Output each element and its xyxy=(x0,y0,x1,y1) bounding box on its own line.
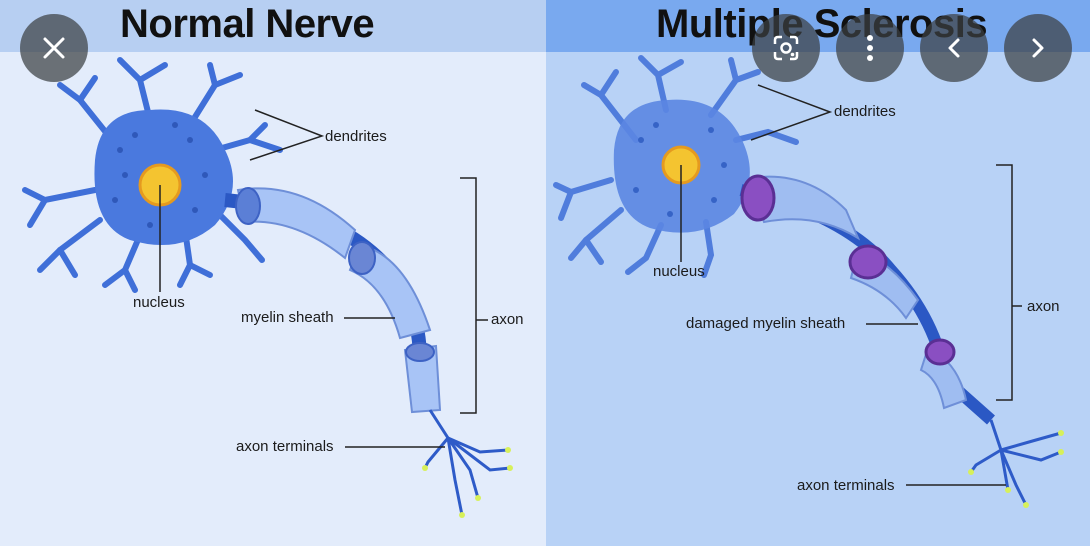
damaged-myelin-sheath-label: damaged myelin sheath xyxy=(686,315,845,332)
axon-terminals-label: axon terminals xyxy=(236,438,334,455)
cell-dots xyxy=(112,122,208,228)
dendrites-graphic xyxy=(22,57,283,293)
google-lens-icon xyxy=(773,35,799,61)
more-vert-icon xyxy=(867,35,873,61)
dendrites-label: dendrites xyxy=(325,128,387,145)
more-options-button[interactable] xyxy=(836,14,904,82)
panel-title: Normal Nerve xyxy=(120,2,375,46)
multiple-sclerosis-panel: Multiple Sclerosis xyxy=(546,0,1090,546)
axon-terminals-graphic xyxy=(969,419,1062,506)
axon-label: axon xyxy=(491,311,524,328)
chevron-left-icon xyxy=(948,38,960,58)
ms-nerve-illustration: dendrites nucleus damaged myelin sheath … xyxy=(553,55,1064,508)
normal-nerve-panel: Normal Nerve xyxy=(0,0,546,546)
close-button[interactable] xyxy=(20,14,88,82)
myelin-sheath-label: myelin sheath xyxy=(241,309,334,326)
dendrites-graphic xyxy=(553,55,799,278)
close-icon xyxy=(43,37,65,59)
axon-terminals-label: axon terminals xyxy=(797,477,895,494)
lens-search-button[interactable] xyxy=(752,14,820,82)
previous-image-button[interactable] xyxy=(920,14,988,82)
axon-terminals-graphic xyxy=(423,409,511,516)
nucleus-label: nucleus xyxy=(133,294,185,311)
next-image-button[interactable] xyxy=(1004,14,1072,82)
dendrites-label: dendrites xyxy=(834,103,896,120)
chevron-right-icon xyxy=(1032,38,1044,58)
nucleus-label: nucleus xyxy=(653,263,705,280)
normal-nerve-illustration: dendrites nucleus myelin sheath axon axo… xyxy=(22,57,524,518)
title-band xyxy=(0,0,546,52)
axon-label: axon xyxy=(1027,298,1060,315)
